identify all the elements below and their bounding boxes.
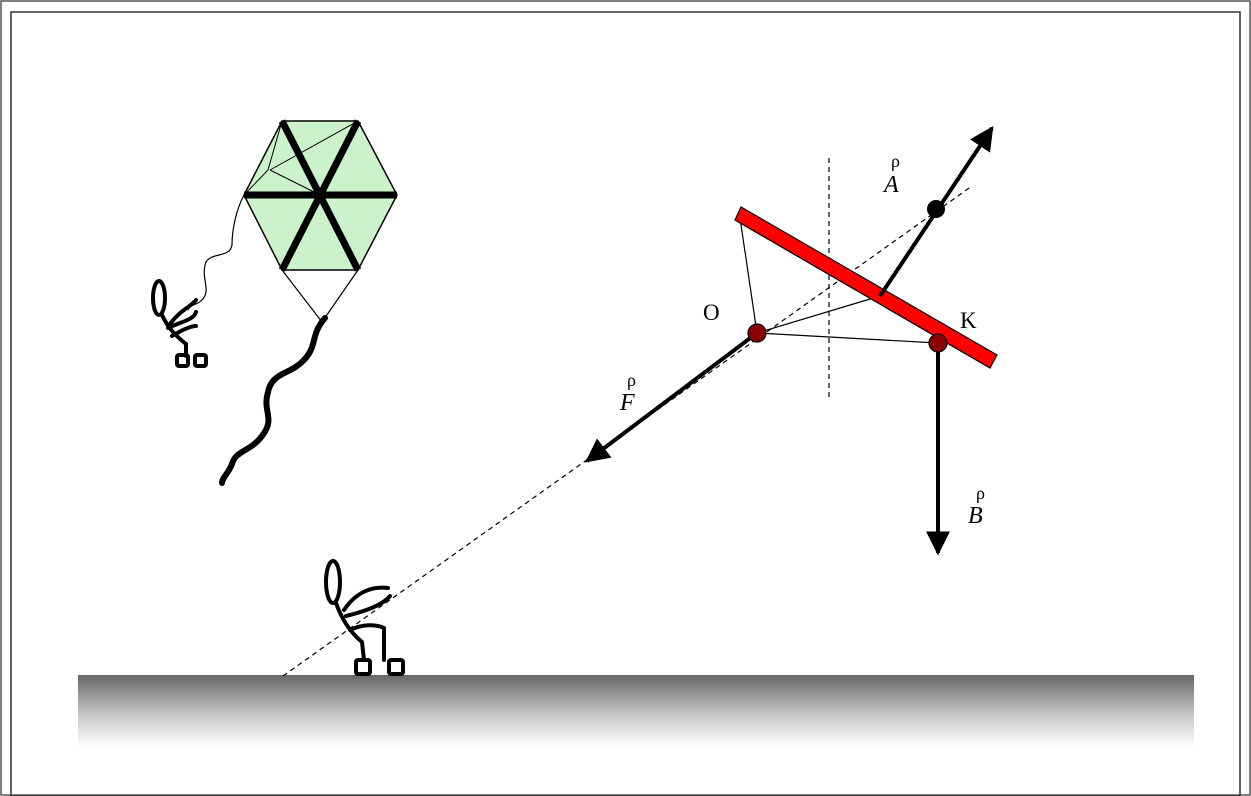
kite-tail: [219, 315, 328, 486]
kite-board: [734, 206, 998, 369]
label-a-mark: ρ: [891, 151, 900, 171]
ground: [78, 675, 1194, 747]
kite-spars: [244, 119, 397, 272]
person-small: [151, 279, 208, 368]
label-b-mark: ρ: [976, 483, 985, 503]
kite-illustration: [187, 119, 398, 486]
inner-border: [10, 11, 1241, 796]
kite-thin-lines: [243, 120, 359, 196]
point-k: [928, 333, 948, 353]
label-f: F: [619, 390, 635, 416]
vector-f-arrow: [585, 331, 759, 463]
kite-string: [187, 194, 245, 311]
label-o: O: [703, 300, 720, 325]
bridle-lines: [739, 217, 939, 344]
label-b: B: [968, 503, 983, 529]
point-a-dot: [927, 200, 945, 218]
label-a: A: [882, 172, 899, 198]
label-k: K: [960, 308, 977, 333]
string-line-dashed: [282, 185, 973, 677]
point-o: [747, 323, 767, 343]
label-f-mark: ρ: [627, 370, 636, 390]
kite-bridle: [281, 269, 359, 323]
person-ground: [324, 559, 405, 676]
